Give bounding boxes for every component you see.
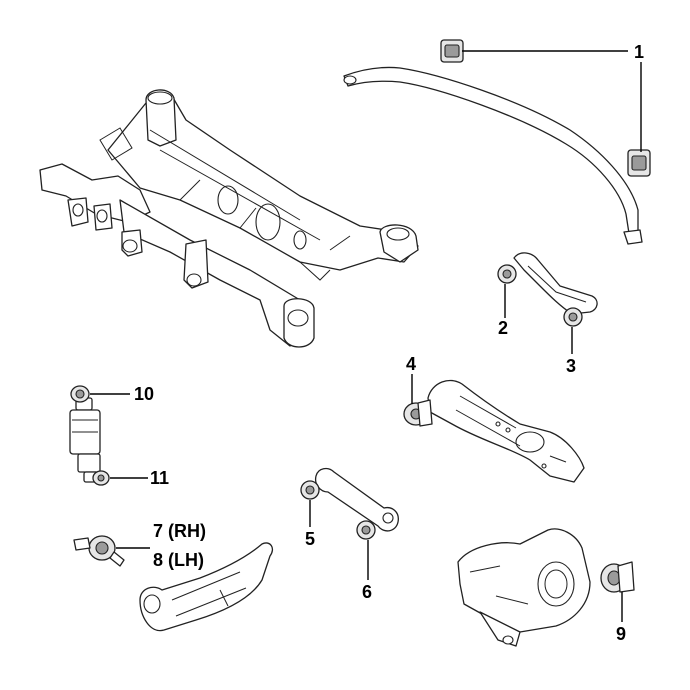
callout-8: 8 (LH) [153,550,204,570]
bushing-5 [300,480,320,500]
callout-11: 11 [150,468,169,488]
lower-control-arm [427,379,585,483]
callout-5: 5 [305,529,315,549]
bushing-3 [563,307,583,327]
rear-knuckle [457,528,591,647]
callout-labels: 1 2 3 4 5 6 7 (RH) 8 (LH) 9 10 11 [134,42,644,644]
callout-2: 2 [498,318,508,338]
callout-4: 4 [406,354,416,374]
bushing-6 [356,520,376,540]
stabilizer-bar [343,66,643,245]
trailing-arm [139,542,274,632]
callout-7: 7 (RH) [153,521,206,541]
callout-10: 10 [134,384,154,404]
rear-subframe [39,89,419,348]
toe-link [314,467,399,532]
leader-lines [90,50,642,622]
callout-3: 3 [566,356,576,376]
bushing-9 [600,561,635,593]
stabilizer-bushing-lower [627,149,651,177]
callout-9: 9 [616,624,626,644]
bushing-10 [70,385,90,403]
shock-absorber [69,397,101,483]
bushing-4 [403,399,433,427]
bushing-2 [497,264,517,284]
upper-control-arm [513,252,598,315]
stabilizer-bushing-upper [440,39,464,63]
bushing-7-8 [73,535,125,567]
bushing-11 [92,470,110,486]
callout-1: 1 [634,42,644,62]
callout-6: 6 [362,582,372,602]
